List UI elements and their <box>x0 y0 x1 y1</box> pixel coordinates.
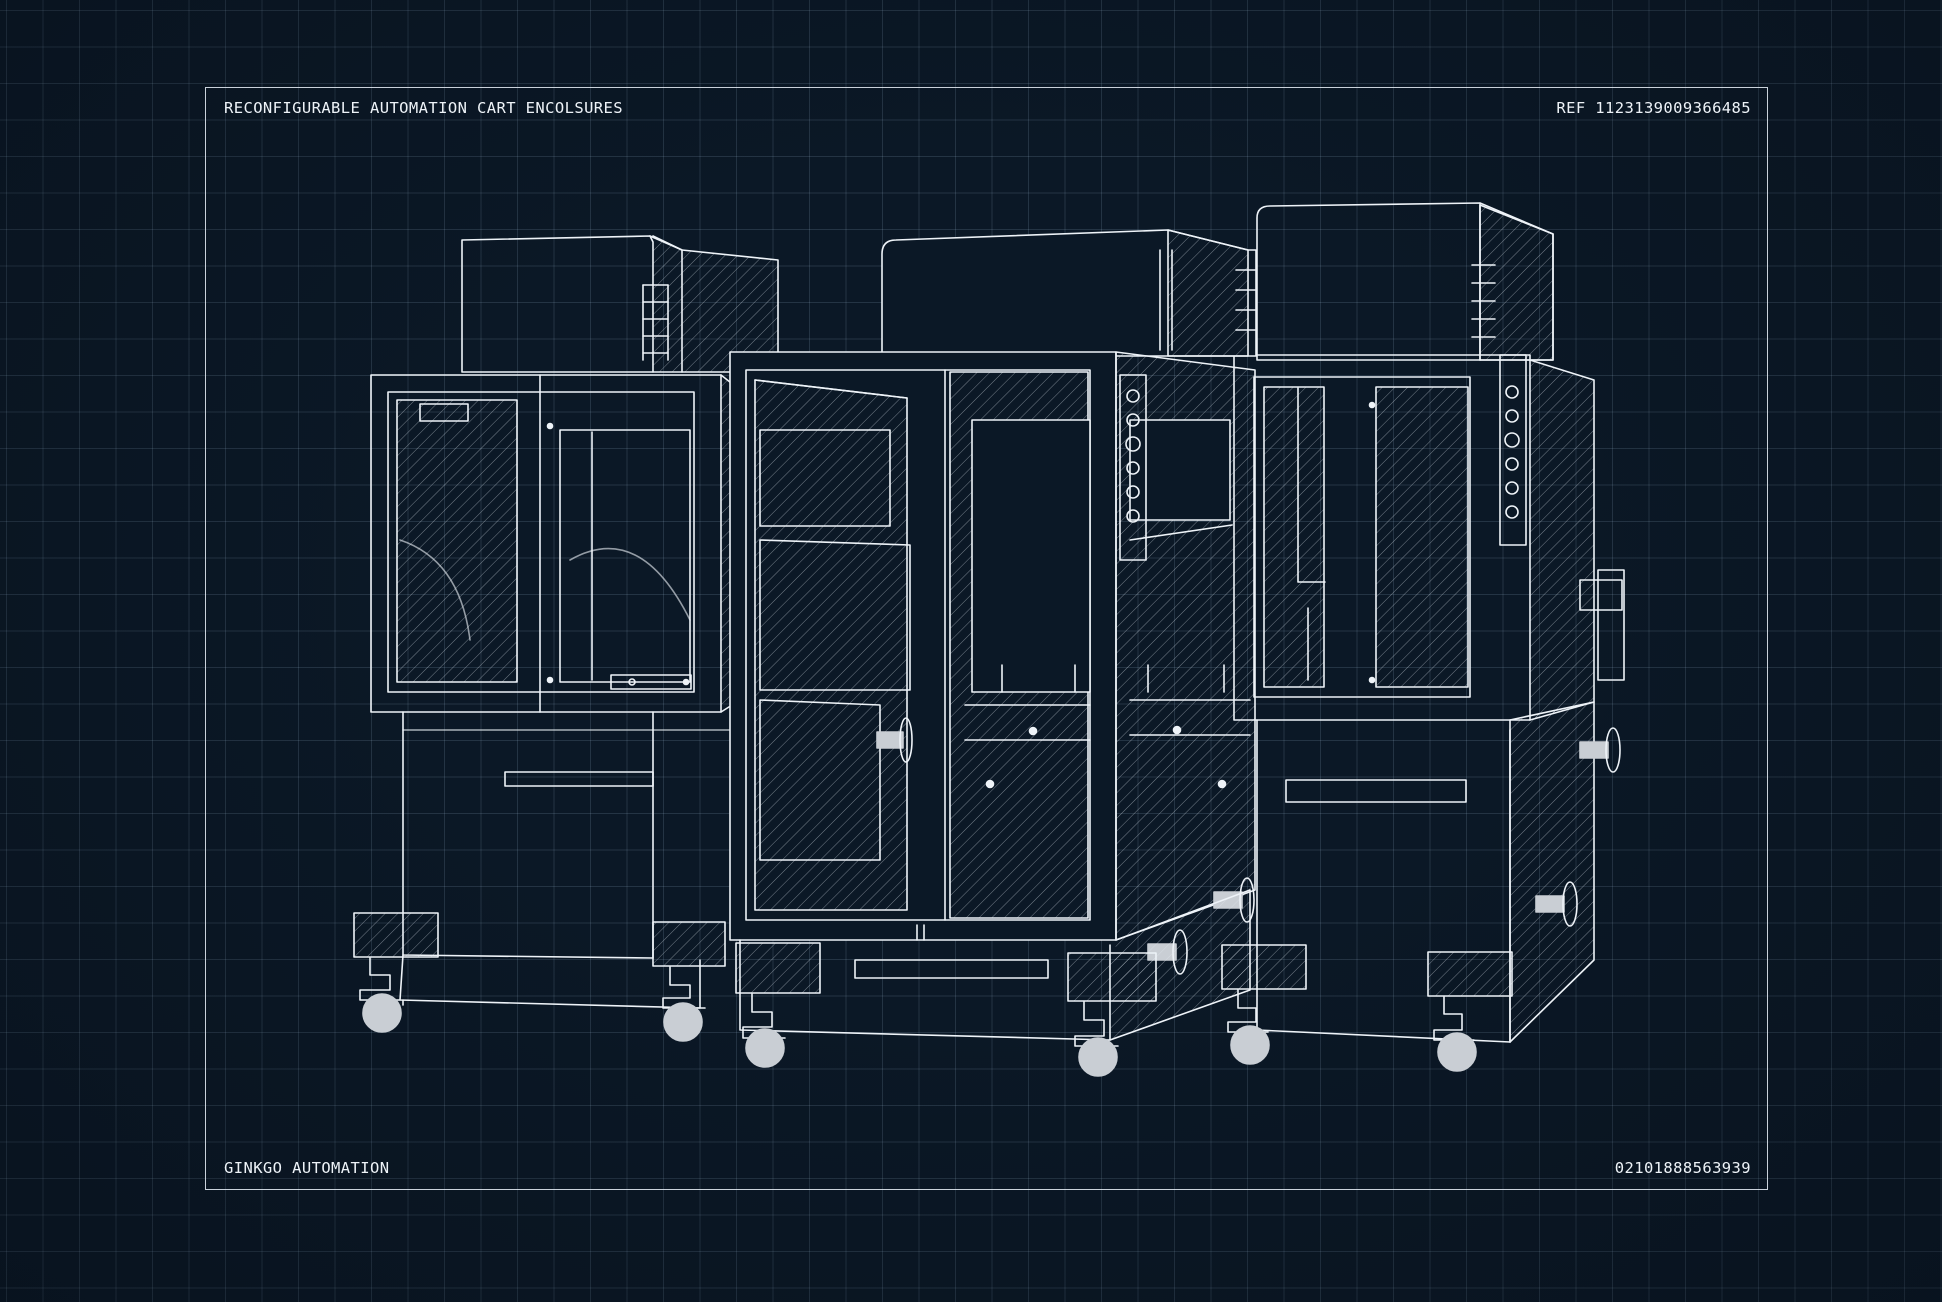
right-cart-vent <box>1471 264 1496 338</box>
middle-cart-caster-2 <box>1067 952 1157 1077</box>
company-name: GINKGO AUTOMATION <box>224 1159 390 1177</box>
left-cart-vent <box>642 284 669 361</box>
right-cart-caster-2 <box>1427 951 1513 1072</box>
left-cart-caster-1 <box>353 912 439 1033</box>
right-cart-handle-1 <box>1579 727 1621 773</box>
reference-number: REF 1123139009366485 <box>1556 99 1751 117</box>
drawing-title: RECONFIGURABLE AUTOMATION CART ENCOLSURE… <box>224 99 624 117</box>
right-cart <box>1221 202 1625 1072</box>
middle-cart-control-panel <box>1119 374 1147 561</box>
middle-cart-vent <box>1235 269 1256 331</box>
right-cart-control-panel <box>1499 354 1527 546</box>
middle-cart-caster-1 <box>735 942 821 1068</box>
drawing-number: 02101888563939 <box>1614 1159 1751 1177</box>
drawing-frame <box>205 87 1768 1190</box>
middle-cart-door-handle <box>876 717 913 763</box>
left-cart-caster-2 <box>652 921 726 1042</box>
left-cart <box>353 235 779 1042</box>
middle-cart <box>729 229 1257 1077</box>
right-cart-handle-2 <box>1535 881 1578 927</box>
